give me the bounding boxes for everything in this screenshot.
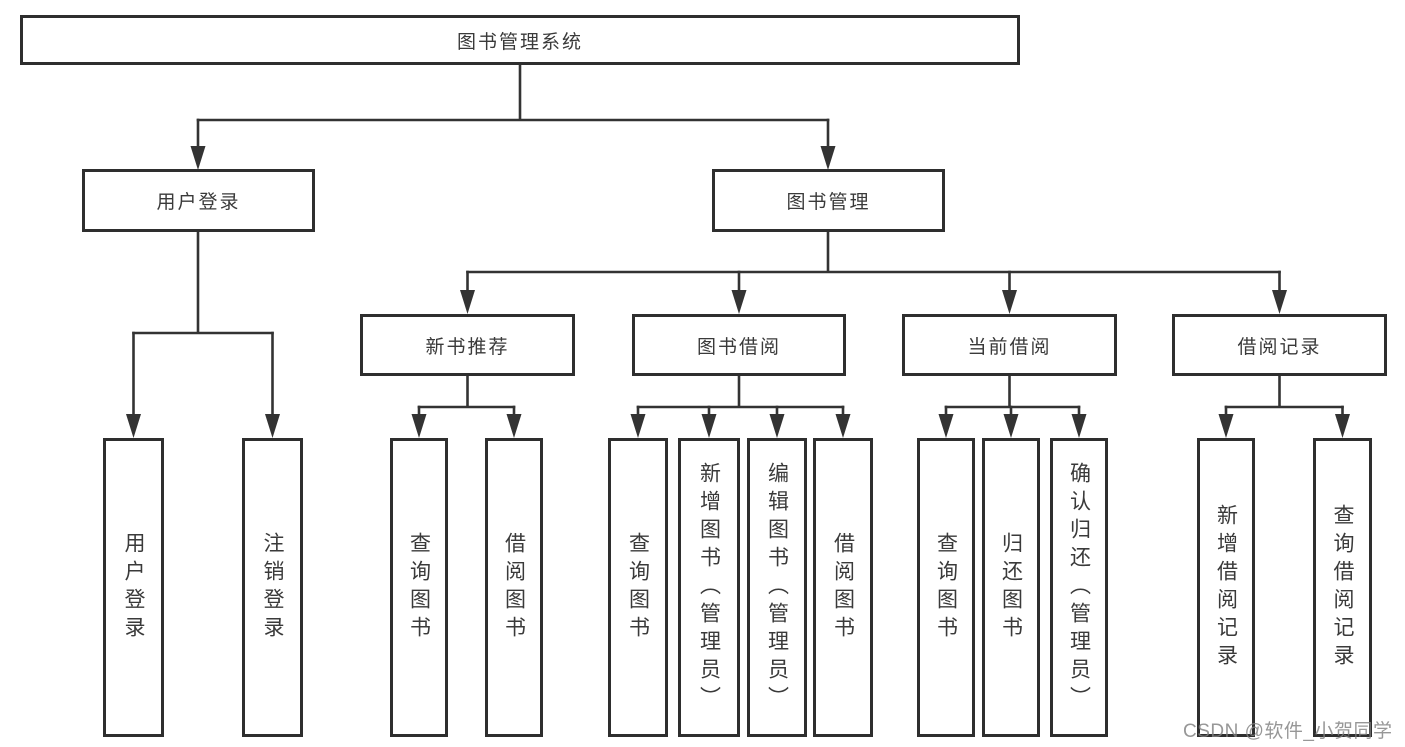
node-book-mgmt-branch-label: 图书管理 (786, 192, 871, 213)
node-book-borrow-label: 图书借阅 (696, 336, 781, 358)
leaf-current-confirm-admin-label: 确认归还（管理员） (1067, 461, 1091, 714)
connector-root-to-branches (190, 65, 836, 170)
leaf-newbooks-borrow: 借阅图书 (485, 438, 543, 737)
connector-borrow-records-to-leaves (1218, 376, 1350, 438)
leaf-borrow-edit-admin: 编辑图书（管理员） (747, 438, 807, 737)
leaf-records-add-label: 新增借阅记录 (1214, 503, 1238, 672)
node-current-borrow-label: 当前借阅 (967, 336, 1052, 358)
node-book-borrow: 图书借阅 (632, 314, 846, 376)
leaf-newbooks-borrow-label: 借阅图书 (502, 531, 526, 644)
leaf-borrow-query: 查询图书 (608, 438, 668, 737)
csdn-watermark: CSDN @软件_小贺同学 (1183, 721, 1393, 742)
leaf-newbooks-query-label: 查询图书 (407, 531, 431, 644)
leaf-current-query-label: 查询图书 (934, 531, 958, 644)
connector-current-borrow-to-leaves (938, 376, 1087, 438)
leaf-current-query: 查询图书 (917, 438, 975, 737)
node-user-login-branch-label: 用户登录 (156, 192, 241, 213)
node-new-books: 新书推荐 (360, 314, 575, 376)
leaf-records-add: 新增借阅记录 (1197, 438, 1255, 737)
leaf-current-return-label: 归还图书 (999, 531, 1023, 644)
node-root-system-label: 图书管理系统 (456, 31, 583, 53)
leaf-borrow-add-admin-label: 新增图书（管理员） (697, 461, 721, 714)
node-new-books-label: 新书推荐 (425, 336, 510, 358)
node-current-borrow: 当前借阅 (902, 314, 1117, 376)
leaf-logout-label: 注销登录 (261, 531, 284, 644)
connector-book-borrow-to-leaves (630, 376, 851, 438)
node-borrow-records-label: 借阅记录 (1237, 336, 1322, 358)
leaf-user-login-label: 用户登录 (122, 531, 145, 644)
node-root-system: 图书管理系统 (20, 15, 1020, 65)
leaf-newbooks-query: 查询图书 (390, 438, 448, 737)
connector-book-mgmt-to-modules (460, 232, 1287, 314)
leaf-logout: 注销登录 (242, 438, 303, 737)
leaf-user-login: 用户登录 (103, 438, 164, 737)
connector-new-books-to-leaves (411, 376, 522, 438)
leaf-borrow-edit-admin-label: 编辑图书（管理员） (765, 461, 789, 714)
leaf-borrow-borrow: 借阅图书 (813, 438, 873, 737)
leaf-borrow-add-admin: 新增图书（管理员） (678, 438, 740, 737)
leaf-records-query-label: 查询借阅记录 (1331, 503, 1354, 672)
leaf-records-query: 查询借阅记录 (1313, 438, 1372, 737)
connector-user-login-to-leaves (126, 232, 280, 438)
leaf-borrow-borrow-label: 借阅图书 (831, 531, 855, 644)
leaf-current-return: 归还图书 (982, 438, 1040, 737)
node-borrow-records: 借阅记录 (1172, 314, 1387, 376)
leaf-current-confirm-admin: 确认归还（管理员） (1050, 438, 1108, 737)
leaf-borrow-query-label: 查询图书 (626, 531, 650, 644)
node-book-mgmt-branch: 图书管理 (712, 169, 945, 232)
node-user-login-branch: 用户登录 (82, 169, 315, 232)
